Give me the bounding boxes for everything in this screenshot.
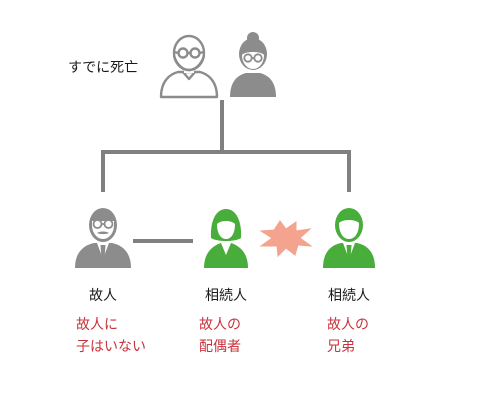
elderly-man-icon [159, 34, 219, 99]
person-name-deceased: 故人 [89, 288, 117, 304]
note-spouse-line2: 配偶者 [199, 339, 241, 355]
note-sibling-line2: 兄弟 [327, 339, 355, 355]
person-name-spouse: 相続人 [205, 288, 247, 304]
woman-icon [204, 209, 248, 268]
note-deceased-line1: 故人に [76, 317, 118, 333]
man-icon [323, 208, 375, 268]
conflict-burst-icon [259, 220, 313, 258]
man-with-glasses-icon [75, 208, 131, 268]
note-sibling-line1: 故人の [327, 317, 369, 333]
deceased-parents-label: すでに死亡 [68, 60, 139, 76]
connector-lines [101, 100, 351, 243]
person-name-sibling: 相続人 [328, 288, 370, 304]
note-deceased-line2: 子はいない [76, 339, 146, 355]
note-spouse-line1: 故人の [199, 317, 241, 333]
elderly-woman-icon [230, 32, 276, 97]
